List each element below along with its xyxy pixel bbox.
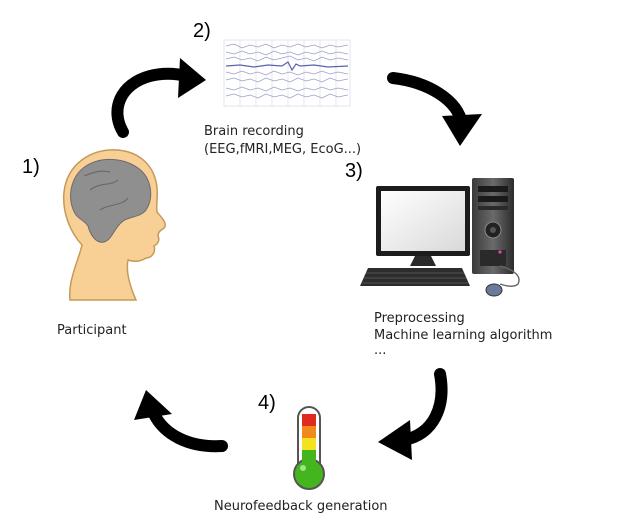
thermometer-icon (293, 406, 325, 490)
participant-head-icon (62, 149, 167, 301)
arrow-feedback-to-participant (134, 390, 228, 453)
step-2-number: 2) (193, 20, 211, 42)
arrow-participant-to-recording (111, 58, 206, 138)
step-1-label: Participant (57, 323, 127, 338)
step-4-number: 4) (258, 392, 276, 414)
eeg-signal-icon (223, 39, 351, 107)
arrow-computer-to-feedback (378, 368, 448, 460)
step-2-label-line1: Brain recording (204, 124, 304, 139)
step-2-label-line2: (EEG,fMRI,MEG, EcoG...) (204, 142, 362, 157)
step-3-label-line3: ... (374, 343, 387, 358)
arrow-recording-to-computer (387, 72, 482, 146)
step-3-number: 3) (345, 160, 363, 182)
computer-icon (360, 178, 520, 297)
step-3-label-line2: Machine learning algorithm (374, 328, 553, 343)
step-1-number: 1) (22, 156, 40, 178)
step-4-label: Neurofeedback generation (214, 499, 388, 514)
step-3-label-line1: Preprocessing (374, 311, 465, 326)
